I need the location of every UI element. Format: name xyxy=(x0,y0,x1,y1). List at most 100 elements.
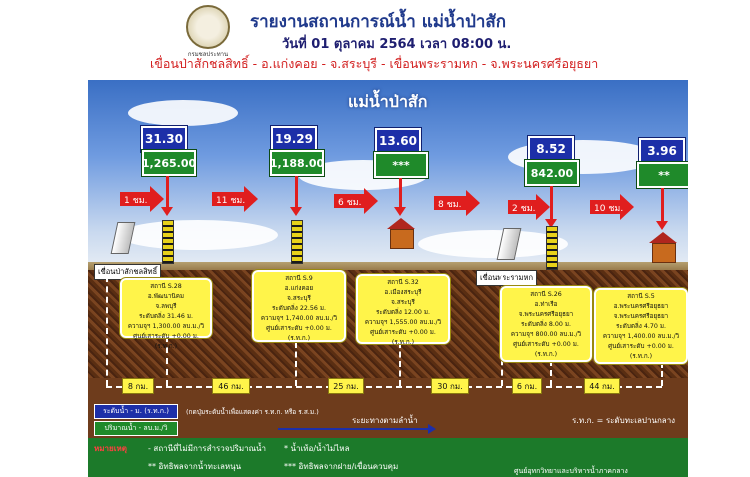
bank-level: ระดับตลิ่ง 31.46 ม. xyxy=(138,313,194,321)
bank-level: ระดับตลิ่ง 12.00 ม. xyxy=(375,309,431,317)
notes-label: หมายเหตุ xyxy=(94,444,127,453)
distance-label: 8 กม. xyxy=(122,378,154,394)
water-level-button[interactable]: 19.29 xyxy=(271,126,317,152)
river-distance-line xyxy=(106,386,662,388)
station-province: จ.ลพบุรี xyxy=(155,303,177,311)
station-drop-line xyxy=(106,276,108,386)
level-pointer xyxy=(399,178,402,208)
legend-direction: ระยะทางตามลำน้ำ xyxy=(352,416,418,425)
bank-level: ระดับตลิ่ง 4.70 ม. xyxy=(615,323,667,331)
capacity: ความจุฯ 1,740.00 ลบ.ม./วิ xyxy=(260,315,338,323)
water-level-button[interactable]: 8.52 xyxy=(528,136,574,162)
river-diagram: แม่น้ำป่าสัก เขื่อนป่าสักชลสิทธิ์ เขื่อน… xyxy=(88,80,688,438)
gauge-datum: ศูนย์เสาระดับ +0.00 ม.(ร.ท.ก.) xyxy=(133,333,199,351)
station-drop-line xyxy=(399,342,401,386)
capacity: ความจุฯ 1,400.00 ลบ.ม./วิ xyxy=(602,333,680,341)
legend-datum: ร.ท.ก. = ระดับทะเลปานกลาง xyxy=(572,416,676,425)
station-district: อ.พัฒนานิคม xyxy=(147,293,185,301)
station-house-icon xyxy=(652,243,676,263)
travel-time-arrow: 6 ชม. xyxy=(334,188,380,214)
gauge-datum: ศูนย์เสาระดับ +0.00 ม.(ร.ท.ก.) xyxy=(370,329,436,347)
logo-caption: กรมชลประทาน xyxy=(187,51,229,58)
level-pointer xyxy=(661,188,664,222)
station-info-card: สถานี S.26 อ.ท่าเรือ จ.พระนครศรีอยุธยา ร… xyxy=(500,286,592,362)
station-district: อ.พระนครศรีอยุธยา xyxy=(613,303,669,311)
capacity: ความจุฯ 1,300.00 ลบ.ม./วิ xyxy=(127,323,205,331)
level-pointer xyxy=(550,186,553,220)
station-drop-line xyxy=(295,342,297,386)
rid-logo xyxy=(186,5,230,49)
capacity: ความจุฯ 1,555.00 ลบ.ม./วิ xyxy=(364,319,442,327)
station-drop-line xyxy=(550,360,552,386)
station-code: สถานี S.28 xyxy=(150,283,182,290)
gauge-datum: ศูนย์เสาระดับ +0.00 ม.(ร.ท.ก.) xyxy=(266,325,332,343)
travel-time-label: 6 ชม. xyxy=(338,198,362,208)
note-item: ** อิทธิพลจากน้ำทะเลหนุน xyxy=(148,462,242,471)
station-province: จ.พระนครศรีอยุธยา xyxy=(613,313,669,321)
staff-gauge-icon xyxy=(162,220,174,264)
notes-footer: หมายเหตุ - สถานีที่ไม่มีการสำรวจปริมาณน้… xyxy=(88,438,688,477)
station-district: อ.แก่งคอย xyxy=(284,285,314,293)
station-province: จ.พระนครศรีอยุธยา xyxy=(518,311,574,319)
station-house-roof xyxy=(649,232,677,243)
level-pointer-head xyxy=(545,219,557,228)
gauge-datum: ศูนย์เสาระดับ +0.00 ม.(ร.ท.ก.) xyxy=(608,343,674,361)
distance-label: 6 กม. xyxy=(512,378,542,394)
travel-time-arrow: 10 ชม. xyxy=(590,194,636,220)
legend-flow-swatch: ปริมาณน้ำ - ลบ.ม./วิ xyxy=(94,421,178,436)
station-info-card: สถานี S.28 อ.พัฒนานิคม จ.ลพบุรี ระดับตลิ… xyxy=(120,278,212,350)
cloud xyxy=(118,220,278,250)
station-code: สถานี S.26 xyxy=(530,291,562,298)
report-date: วันที่ 01 ตุลาคม 2564 เวลา 08:00 น. xyxy=(282,37,512,52)
level-pointer xyxy=(166,176,169,208)
station-info-card: สถานี S.32 อ.เมืองสระบุรี จ.สระบุรี ระดั… xyxy=(356,274,450,346)
cloud xyxy=(418,230,568,258)
bank-level: ระดับตลิ่ง 22.56 ม. xyxy=(271,305,327,313)
station-drop-line xyxy=(661,362,663,386)
station-province: จ.สระบุรี xyxy=(391,299,415,307)
flow-direction-line xyxy=(278,428,428,430)
capacity: ความจุฯ 800.00 ลบ.ม./วิ xyxy=(510,331,582,339)
flow-value: *** xyxy=(374,152,428,178)
travel-time-arrow: 1 ชม. xyxy=(120,186,164,212)
bank-level: ระดับตลิ่ง 8.00 ม. xyxy=(520,321,572,329)
route-subtitle: เขื่อนป่าสักชลสิทธิ์ - อ.แก่งคอย - จ.สระ… xyxy=(150,56,599,71)
distance-label: 30 กม. xyxy=(431,378,469,394)
level-pointer-head xyxy=(656,221,668,230)
distance-label: 44 กม. xyxy=(584,378,620,394)
station-district: อ.ท่าเรือ xyxy=(534,301,558,309)
note-item: - สถานีที่ไม่มีการสำรวจปริมาณน้ำ xyxy=(148,444,266,453)
staff-gauge-icon xyxy=(546,226,558,270)
station-code: สถานี S.9 xyxy=(285,275,313,282)
flow-direction-arrow-icon xyxy=(428,424,436,434)
dam-label: เขื่อนพระรามหก xyxy=(476,270,537,286)
travel-time-label: 11 ชม. xyxy=(216,196,246,206)
flow-value: 842.00 xyxy=(525,160,579,186)
gauge-datum: ศูนย์เสาระดับ +0.00 ม.(ร.ท.ก.) xyxy=(513,341,579,359)
legend-level-swatch: ระดับน้ำ - ม. (ร.ท.ก.) xyxy=(94,404,178,419)
note-item: * น้ำเท้อ/น้ำไม่ไหล xyxy=(284,444,350,453)
station-info-card: สถานี S.9 อ.แก่งคอย จ.สระบุรี ระดับตลิ่ง… xyxy=(252,270,346,342)
station-code: สถานี S.5 xyxy=(627,293,655,300)
flow-value: 1,265.00 xyxy=(142,150,196,176)
agency-name: ศูนย์อุทกวิทยาและบริหารน้ำภาคกลาง xyxy=(514,467,628,475)
station-house-icon xyxy=(390,229,414,249)
water-level-button[interactable]: 13.60 xyxy=(375,128,421,154)
travel-time-label: 2 ชม. xyxy=(512,204,536,214)
report-header: กรมชลประทาน รายงานสถานการณ์น้ำ แม่น้ำป่า… xyxy=(0,0,750,80)
flow-value: 1,188.00 xyxy=(270,150,324,176)
travel-time-label: 1 ชม. xyxy=(124,196,148,206)
staff-gauge-icon xyxy=(291,220,303,264)
station-house-roof xyxy=(387,218,415,229)
water-level-button[interactable]: 31.30 xyxy=(141,126,187,152)
water-level-button[interactable]: 3.96 xyxy=(639,138,685,164)
station-district: อ.เมืองสระบุรี xyxy=(384,289,422,297)
level-pointer-head xyxy=(394,207,406,216)
station-drop-line xyxy=(166,336,168,386)
station-province: จ.สระบุรี xyxy=(287,295,311,303)
travel-time-arrow: 8 ชม. xyxy=(434,190,482,216)
station-info-card: สถานี S.5 อ.พระนครศรีอยุธยา จ.พระนครศรีอ… xyxy=(594,288,688,364)
level-pointer-head xyxy=(161,207,173,216)
distance-label: 25 กม. xyxy=(328,378,364,394)
distance-label: 46 กม. xyxy=(212,378,250,394)
